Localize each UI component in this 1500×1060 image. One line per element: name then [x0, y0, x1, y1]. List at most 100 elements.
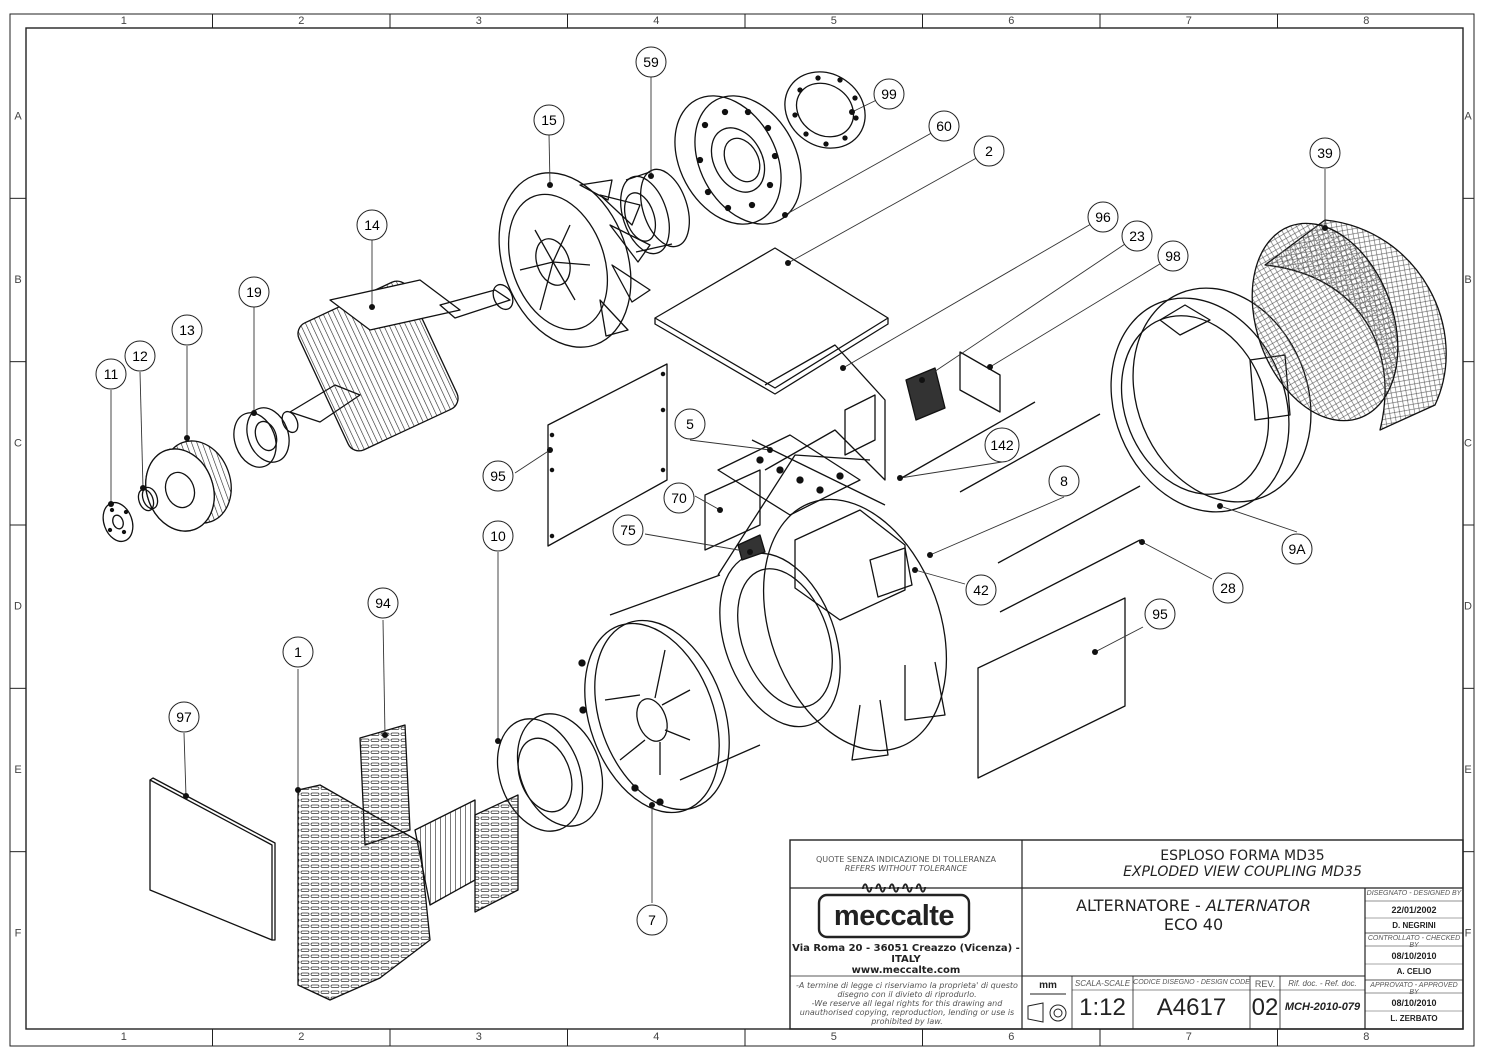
- callout-23: 23: [1121, 220, 1153, 252]
- revision-label: REV.: [1254, 979, 1276, 989]
- callout-14: 14: [356, 209, 388, 241]
- approved-by-label: APPROVATO - APPROVED BY: [1370, 982, 1458, 996]
- callout-label: 10: [490, 528, 506, 544]
- callouts: 59 99 15 60 2 39 14 96 23 98 19 13 12 11…: [95, 46, 1341, 936]
- callout-70: 70: [663, 482, 695, 514]
- callout-label: 2: [985, 143, 993, 159]
- callout-96: 96: [1087, 201, 1119, 233]
- tie-rods-28: [997, 485, 1141, 613]
- approved-name: L. ZERBATO: [1390, 1014, 1438, 1023]
- row-label: C: [1464, 437, 1472, 449]
- callout-label: 99: [881, 86, 897, 102]
- column-label: 1: [121, 1031, 127, 1043]
- product-line: ALTERNATORE - ALTERNATOR: [1076, 896, 1311, 915]
- rotor-14: [281, 279, 514, 452]
- column-label: 4: [653, 1031, 659, 1043]
- plate-97: [149, 777, 276, 941]
- callout-label: 13: [179, 322, 195, 338]
- column-label: 2: [298, 1031, 304, 1043]
- revision-value: 02: [1251, 994, 1279, 1021]
- designed-by-label: DISEGNATO - DESIGNED BY: [1366, 890, 1462, 897]
- connector-75: [737, 534, 766, 561]
- callout-8: 8: [1048, 465, 1080, 497]
- row-label: E: [1464, 764, 1471, 776]
- legal-text-it: -A termine di legge ci riserviamo la pro…: [796, 980, 1018, 999]
- avr-23: [905, 367, 946, 421]
- row-label: D: [1464, 601, 1472, 613]
- callout-142: 142: [984, 427, 1020, 463]
- callout-label: 39: [1317, 145, 1333, 161]
- side-panel-95-left: [547, 363, 668, 547]
- callout-12: 12: [124, 340, 156, 372]
- callout-9A: 9A: [1281, 533, 1313, 565]
- website-text: www.meccalte.com: [851, 964, 961, 976]
- row-label: C: [14, 437, 22, 449]
- callout-label: 142: [990, 437, 1014, 453]
- checked-by-label: CONTROLLATO - CHECKED BY: [1367, 935, 1461, 949]
- column-label: 3: [476, 15, 482, 27]
- logo-wave: ∿∿∿∿∿: [860, 880, 928, 897]
- column-label: 5: [831, 15, 837, 27]
- product-name: ALTERNATORE - ALTERNATOR ECO 40: [1022, 890, 1365, 940]
- designed-date: 22/01/2002: [1391, 905, 1437, 915]
- coupling-hub-59: [620, 168, 690, 255]
- row-label: A: [1464, 111, 1472, 123]
- callout-label: 59: [643, 54, 659, 70]
- callout-5: 5: [674, 408, 706, 440]
- callout-1: 1: [282, 636, 314, 668]
- callout-label: 9A: [1288, 541, 1306, 557]
- callout-7: 7: [636, 904, 668, 936]
- flange-gasket-99: [784, 71, 866, 149]
- scale-label: SCALA-SCALE: [1074, 979, 1131, 988]
- title-it: ESPLOSO FORMA MD35: [1160, 848, 1325, 864]
- callout-2: 2: [973, 135, 1005, 167]
- callout-label: 15: [541, 112, 557, 128]
- callout-label: 12: [132, 348, 148, 364]
- louvre-panel-94: [359, 724, 519, 913]
- grid-ticks: [10, 14, 1474, 1046]
- scale-value: 1:12: [1079, 994, 1126, 1021]
- callout-99: 99: [873, 78, 905, 110]
- product-model: ECO 40: [1163, 915, 1224, 934]
- callout-95-left: 95: [482, 460, 514, 492]
- mesh-cover-39: [1251, 219, 1447, 431]
- row-label: A: [14, 111, 22, 123]
- top-cover-2: [654, 247, 889, 395]
- callout-75: 75: [612, 514, 644, 546]
- checked-name: A. CELIO: [1396, 967, 1432, 976]
- leader-lines: [110, 77, 1326, 903]
- leader-dots: [108, 109, 1328, 808]
- drawing-title: ESPLOSO FORMA MD35 EXPLODED VIEW COUPLIN…: [1022, 842, 1463, 886]
- company-logo: meccalte: [833, 900, 955, 932]
- callout-label: 28: [1220, 580, 1236, 596]
- column-label: 2: [298, 15, 304, 27]
- projection-symbol: [1027, 993, 1067, 1023]
- plate-98: [959, 351, 1001, 413]
- row-label: F: [15, 927, 22, 939]
- row-label: D: [14, 601, 22, 613]
- callout-42: 42: [965, 574, 997, 606]
- callout-label: 75: [620, 522, 636, 538]
- unit-label: mm: [1039, 980, 1057, 991]
- company-address: Via Roma 20 - 36051 Creazzo (Vicenza) - …: [790, 942, 1022, 976]
- cooling-fan-15: [498, 172, 651, 348]
- callout-label: 98: [1165, 248, 1181, 264]
- address-text: Via Roma 20 - 36051 Creazzo (Vicenza) - …: [792, 942, 1020, 965]
- column-label: 7: [1186, 15, 1192, 27]
- tie-rods-142: [897, 401, 1101, 493]
- callout-10: 10: [482, 520, 514, 552]
- legal-text-en: -We reserve all legal rights for this dr…: [799, 998, 1015, 1026]
- callout-19: 19: [238, 276, 270, 308]
- product-it: ALTERNATORE -: [1076, 896, 1201, 915]
- callout-94: 94: [367, 587, 399, 619]
- side-panel-95-right: [977, 597, 1126, 779]
- title-block-grid: [789, 839, 1464, 1030]
- louvre-cover-1: [297, 784, 431, 1001]
- callout-label: 95: [490, 468, 506, 484]
- callout-label: 60: [936, 118, 952, 134]
- checked-date: 08/10/2010: [1391, 951, 1437, 961]
- callout-59: 59: [635, 46, 667, 78]
- callout-label: 7: [648, 912, 656, 928]
- callout-label: 1: [294, 644, 302, 660]
